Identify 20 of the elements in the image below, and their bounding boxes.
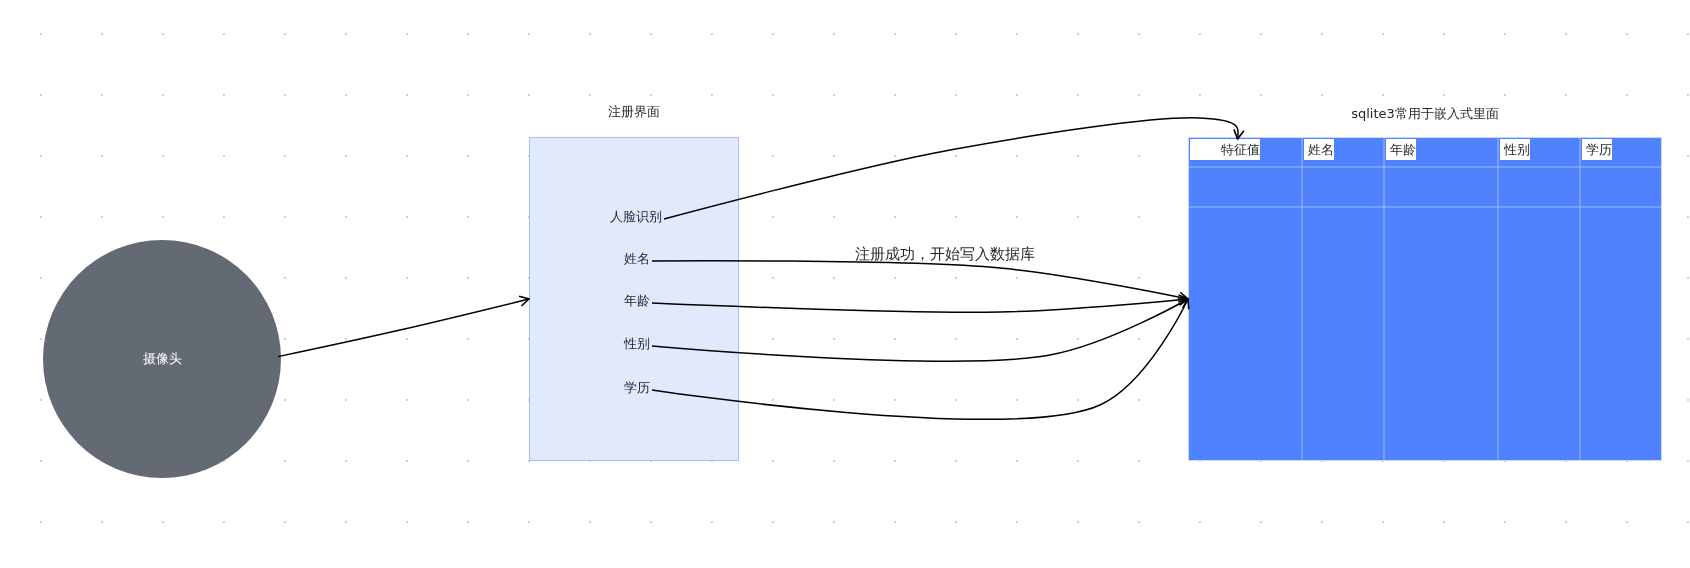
field-label: 学历	[560, 378, 650, 398]
arrow	[651, 260, 1189, 303]
panel-title: 注册界面	[607, 103, 661, 121]
column-header: 性别	[1500, 139, 1530, 160]
field-label: 人脸识别	[560, 207, 662, 227]
arrow	[663, 117, 1245, 220]
column-header: 姓名	[1304, 139, 1334, 160]
field-label: 年龄	[560, 291, 650, 311]
node-label: 摄像头	[142, 350, 182, 368]
field-label: 性别	[560, 334, 650, 354]
arrow	[277, 295, 530, 358]
column-header: 年龄	[1386, 139, 1416, 160]
arrow	[651, 294, 1189, 313]
column-header: 特征值	[1190, 139, 1260, 160]
edge-label: 注册成功，开始写入数据库	[853, 245, 1037, 264]
arrow	[651, 298, 1190, 420]
field-label: 姓名	[560, 249, 650, 269]
column-header: 学历	[1582, 139, 1612, 160]
table-title: sqlite3常用于嵌入式里面	[1350, 105, 1500, 123]
arrow	[651, 298, 1189, 362]
